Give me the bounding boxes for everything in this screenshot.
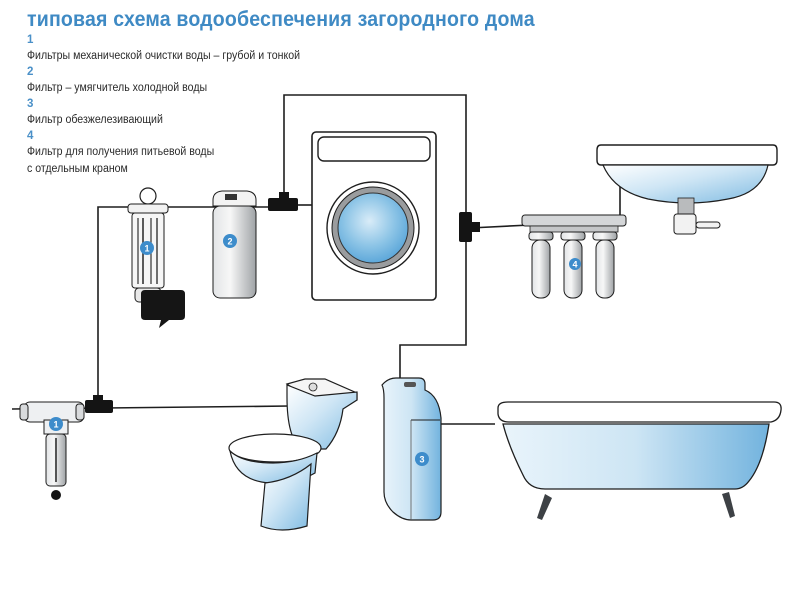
- legend-number: 1: [27, 34, 34, 46]
- diagram-title: типовая схема водообеспечения загородног…: [27, 8, 535, 31]
- legend-text: с отдельным краном: [27, 163, 128, 175]
- legend-item-2: 2 Фильтр – умягчитель холодной воды: [27, 65, 347, 97]
- iron-removal-filter: [381, 377, 442, 521]
- badge-iron-removal: 3: [415, 452, 429, 466]
- bathtub: [497, 401, 782, 520]
- legend-number: 4: [27, 130, 34, 142]
- fine-filter: [127, 187, 185, 328]
- legend-item-4: 4 Фильтр для получения питьевой воды с о…: [27, 129, 347, 178]
- washing-machine: [311, 131, 437, 301]
- drinking-water-filter: [521, 214, 627, 299]
- tee-fittings: [85, 192, 480, 413]
- tee-fitting-upper: [268, 192, 298, 211]
- inlet-coarse-filter: [19, 401, 85, 500]
- toilet: [228, 378, 358, 531]
- badge-number: 1: [144, 244, 149, 254]
- legend-number: 2: [27, 66, 34, 78]
- badge-number: 4: [572, 260, 577, 270]
- sink: [596, 144, 778, 235]
- tee-fitting-main: [85, 395, 113, 413]
- badge-number: 2: [227, 237, 232, 247]
- legend-text: Фильтр обезжелезивающий: [27, 114, 163, 126]
- badge-inlet-filter: 1: [49, 417, 63, 431]
- legend-text: Фильтр для получения питьевой воды: [27, 146, 215, 158]
- legend-item-1: 1 Фильтры механической очистки воды – гр…: [27, 33, 347, 65]
- badge-number: 1: [53, 420, 58, 430]
- legend-number: 3: [27, 98, 34, 110]
- legend-item-3: 3 Фильтр обезжелезивающий: [27, 97, 347, 129]
- badge-number: 3: [419, 455, 424, 465]
- badge-fine-filter: 1: [140, 241, 154, 255]
- legend-text: Фильтр – умягчитель холодной воды: [27, 82, 208, 94]
- softener-filter: [212, 190, 257, 299]
- riser-pipe: [97, 206, 270, 406]
- legend-text: Фильтры механической очистки воды – груб…: [27, 50, 301, 62]
- legend: 1 Фильтры механической очистки воды – гр…: [27, 33, 347, 178]
- tee-fitting-right: [459, 212, 480, 242]
- badge-softener: 2: [223, 234, 237, 248]
- badge-drinking-filter: 4: [569, 258, 581, 270]
